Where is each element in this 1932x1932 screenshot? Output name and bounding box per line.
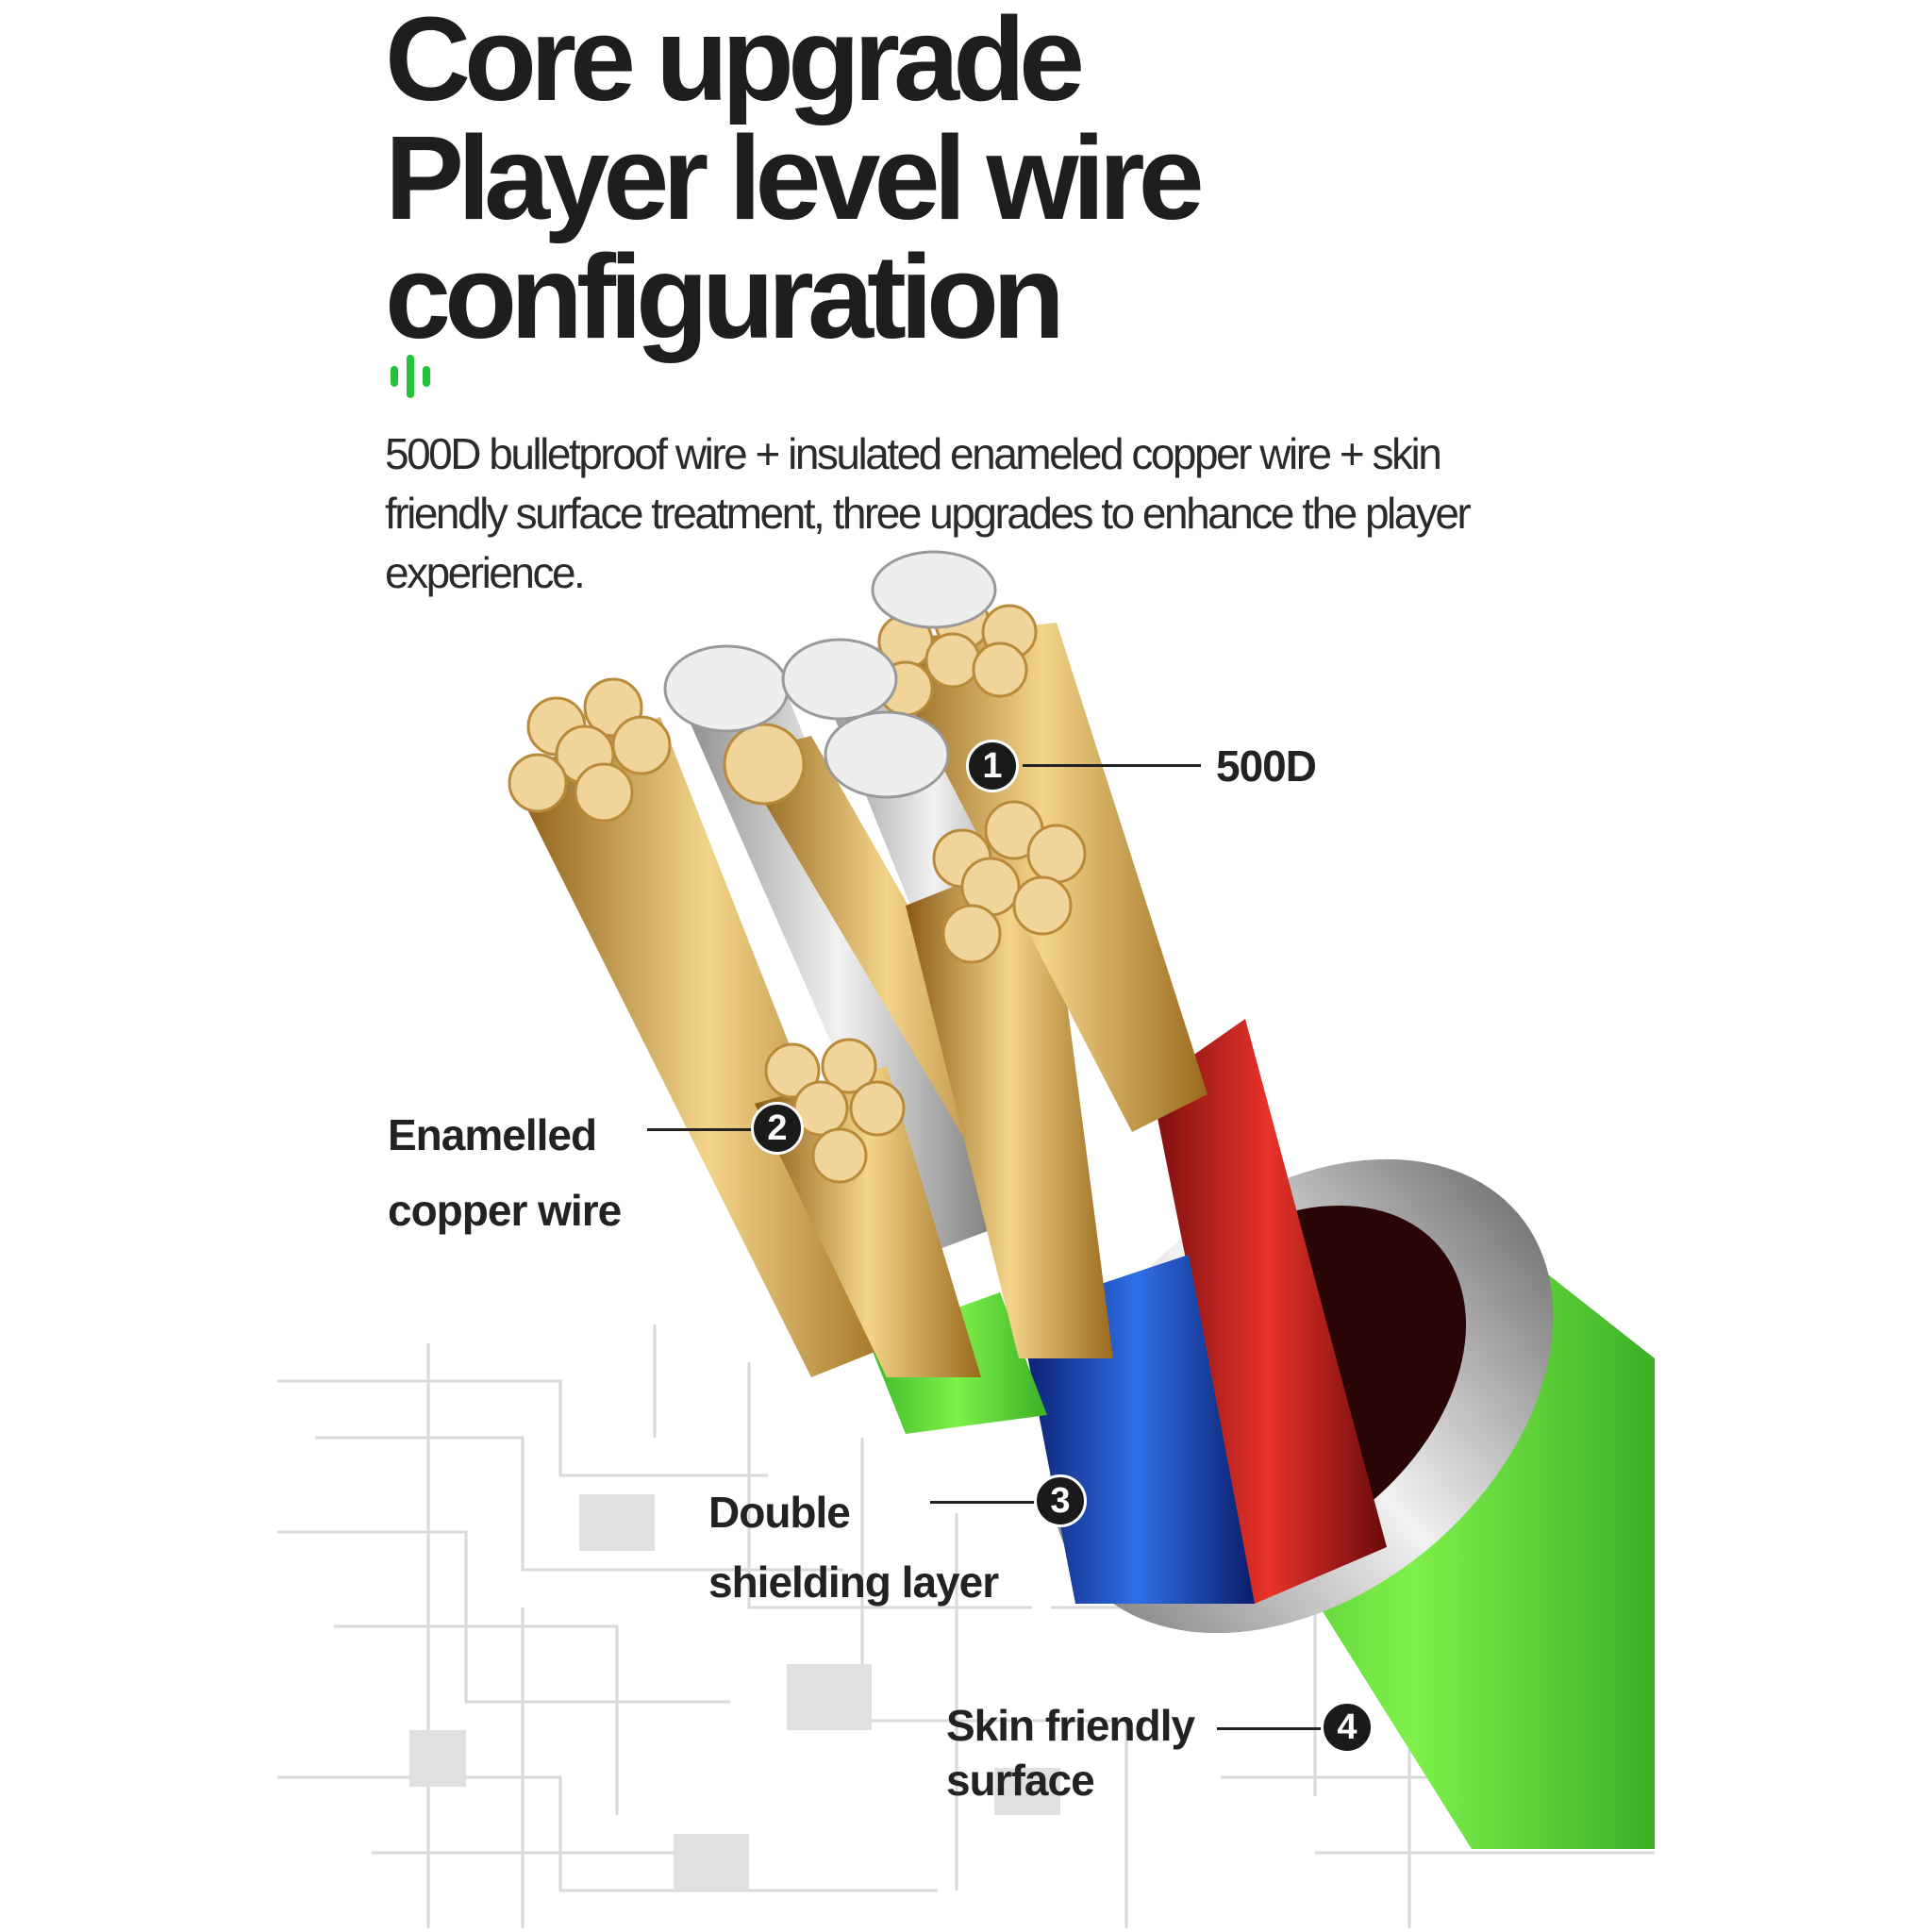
callout-badge-1: 1 <box>966 740 1019 792</box>
headline-line-2: Player level wire <box>385 111 1205 244</box>
callout-line-3 <box>930 1501 1035 1504</box>
headline: Core upgrade Player level wire configura… <box>385 0 1205 363</box>
callout-label-line: shielding layer <box>708 1557 999 1607</box>
silver-strand-a <box>679 660 1000 1255</box>
callout-badge-3: 3 <box>1034 1474 1087 1527</box>
callout-badge-2: 2 <box>751 1102 804 1155</box>
red-wire <box>1151 1019 1387 1604</box>
callout-label-line: Enamelled <box>388 1110 597 1159</box>
callout-label-enamelled-copper-wire: Enamelled copper wire <box>388 1097 622 1248</box>
callout-label-line: 500D <box>1216 741 1317 791</box>
callout-label-double-shielding-layer: Double shielding layer <box>708 1477 999 1617</box>
callout-label-line: surface <box>946 1756 1095 1805</box>
callout-label-line: Double <box>708 1488 851 1537</box>
callout-label-500d: 500D <box>1216 738 1317 794</box>
gold-bundle-5 <box>755 1066 981 1377</box>
callout-label-skin-friendly-surface: Skin friendly surface <box>946 1698 1195 1807</box>
gold-bundle-1 <box>509 717 906 1377</box>
callout-label-line: Skin friendly <box>946 1701 1195 1750</box>
headline-line-1: Core upgrade <box>385 0 1085 125</box>
description: 500D bulletproof wire + insulated enamel… <box>385 429 1472 597</box>
circuit-board-background <box>277 1324 1655 1928</box>
callout-label-line: copper wire <box>388 1186 622 1235</box>
sound-wave-icon <box>391 355 430 398</box>
callout-line-4 <box>1217 1727 1324 1730</box>
callout-line-2 <box>647 1128 752 1131</box>
callout-line-1 <box>1023 764 1201 767</box>
headline-line-3: configuration <box>385 230 1065 363</box>
callout-badge-4: 4 <box>1321 1701 1374 1754</box>
